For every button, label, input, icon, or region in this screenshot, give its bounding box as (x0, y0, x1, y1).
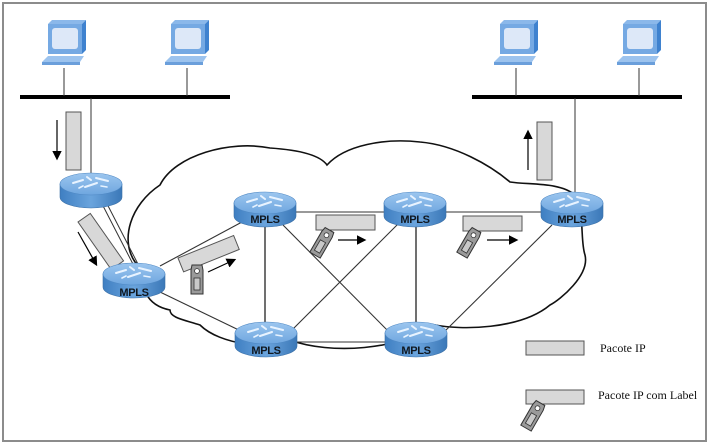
arrow-down-right-icon (77, 231, 98, 267)
computer-icon (165, 20, 209, 65)
link-edge-to-ingress-b (103, 197, 140, 267)
router-label: MPLS (251, 345, 280, 357)
router-label: MPLS (400, 214, 429, 226)
link-edge-to-ingress (99, 199, 136, 269)
ip-packet-icon (525, 340, 585, 356)
arrow-right-icon (207, 258, 237, 273)
router-lsr-top-1: MPLS (233, 191, 297, 228)
link-top1-bottom2 (282, 224, 396, 339)
ip-packet-icon (536, 121, 553, 181)
router-lsr-bottom-2: MPLS (384, 321, 448, 358)
router-ler-egress: MPLS (540, 191, 604, 228)
labeled-packet-icon (525, 389, 585, 405)
labeled-packet (309, 214, 376, 259)
left-lan-bus (20, 95, 230, 99)
label-tag-icon (520, 399, 547, 432)
labeled-packet (456, 215, 523, 259)
router-edge-left (59, 172, 123, 209)
legend-item-ip-packet: Pacote IP (525, 340, 646, 356)
router-label: MPLS (557, 214, 586, 226)
link-ingress-bottom1 (159, 291, 246, 334)
label-tag-icon (190, 264, 204, 295)
link-top2-bottom1 (289, 221, 401, 333)
router-lsr-bottom-1: MPLS (234, 321, 298, 358)
computer-icon (42, 20, 86, 65)
labeled-packet (177, 234, 240, 295)
router-label: MPLS (119, 287, 148, 299)
legend-label: Pacote IP com Label (598, 388, 698, 402)
legend-item-labeled-packet: Pacote IP com Label (520, 388, 698, 432)
right-lan-bus (472, 95, 682, 99)
computer-icon (494, 20, 538, 65)
legend: Pacote IP Pacote IP com Label (520, 340, 698, 432)
router-label: MPLS (401, 345, 430, 357)
link-ingress-top1 (159, 221, 243, 267)
router-lsr-top-2: MPLS (383, 191, 447, 228)
legend-label: Pacote IP (600, 341, 646, 355)
network-links (99, 197, 553, 343)
link-bottom2-egress (439, 224, 553, 337)
mpls-cloud (127, 140, 587, 350)
router-ler-ingress: MPLS (102, 262, 166, 299)
computer-icon (617, 20, 661, 65)
direction-arrows (52, 120, 533, 273)
router-label: MPLS (250, 214, 279, 226)
ip-packet-icon (65, 111, 82, 171)
